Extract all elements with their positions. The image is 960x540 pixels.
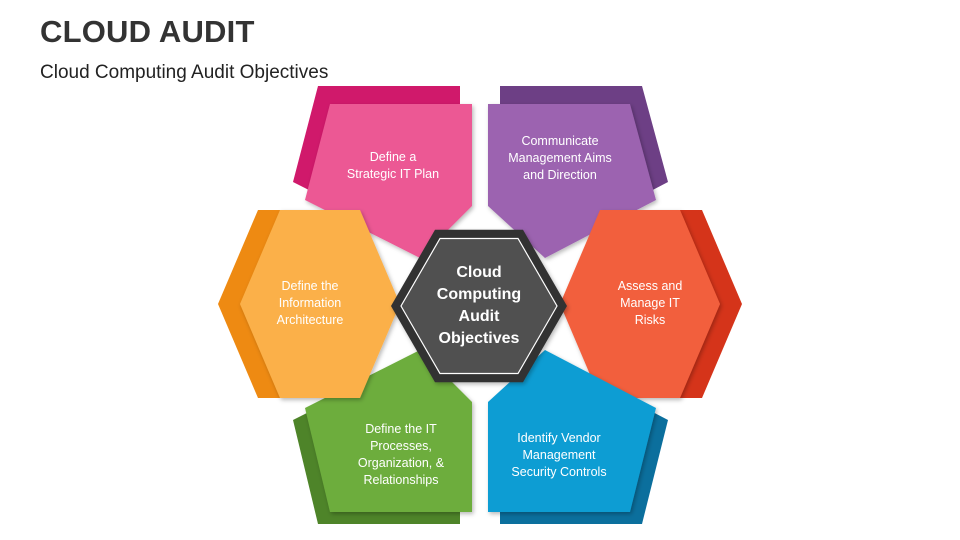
segment-label-information-architecture: Define the Information Architecture <box>276 278 344 327</box>
segment-information-architecture-face <box>240 210 400 398</box>
segment-label-management-aims: Communicate Management Aims and Directio… <box>508 133 612 182</box>
segment-label-vendor-security: Identify Vendor Management Security Cont… <box>511 430 607 479</box>
segment-label-it-processes: Define the IT Processes, Organization, &… <box>357 422 445 487</box>
segment-information-architecture <box>218 210 400 398</box>
center-label: Cloud Computing Audit Objectives <box>436 264 522 347</box>
segment-it-risks <box>560 210 742 398</box>
segment-label-strategic-it-plan: Define a Strategic IT Plan <box>346 150 440 181</box>
segment-vendor-security <box>488 350 668 524</box>
segment-label-it-risks: Assess and Manage IT Risks <box>617 278 683 327</box>
center-hexagon <box>400 237 558 375</box>
page-subtitle: Cloud Computing Audit Objectives <box>40 62 329 83</box>
page-title: CLOUD AUDIT <box>40 14 255 49</box>
segment-vendor-security-face <box>488 350 656 512</box>
segment-it-risks-face <box>560 210 720 398</box>
segment-strategic-it-plan <box>293 86 472 258</box>
